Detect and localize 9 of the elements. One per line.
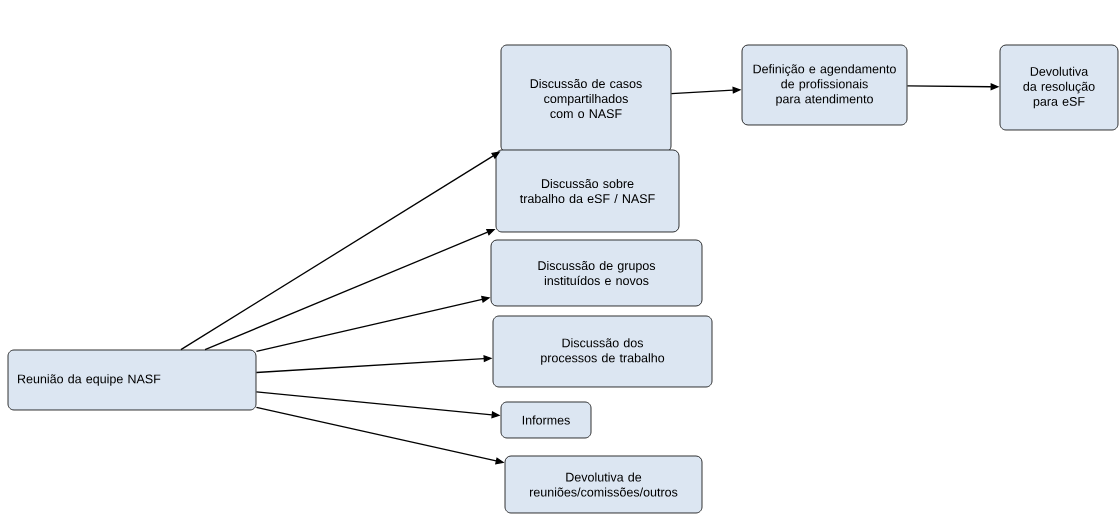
process-box: Devolutiva de reuniões/comissões/outros bbox=[504, 455, 703, 514]
process-box: Discussão sobre trabalho da eSF / NASF bbox=[495, 149, 680, 233]
process-box: Discussão de casos compartilhados com o NASF bbox=[500, 44, 672, 153]
process-box: Devolutiva da resolução para eSF bbox=[999, 44, 1119, 131]
process-box: Definição e agendamento de profissionais para atendimento bbox=[741, 44, 908, 126]
process-box: Reunião da equipe NASF bbox=[7, 349, 257, 411]
process-box: Discussão de grupos instituídos e novos bbox=[490, 239, 703, 307]
process-box: Informes bbox=[500, 401, 592, 439]
process-box: Discussão dos processos de trabalho bbox=[492, 315, 713, 388]
